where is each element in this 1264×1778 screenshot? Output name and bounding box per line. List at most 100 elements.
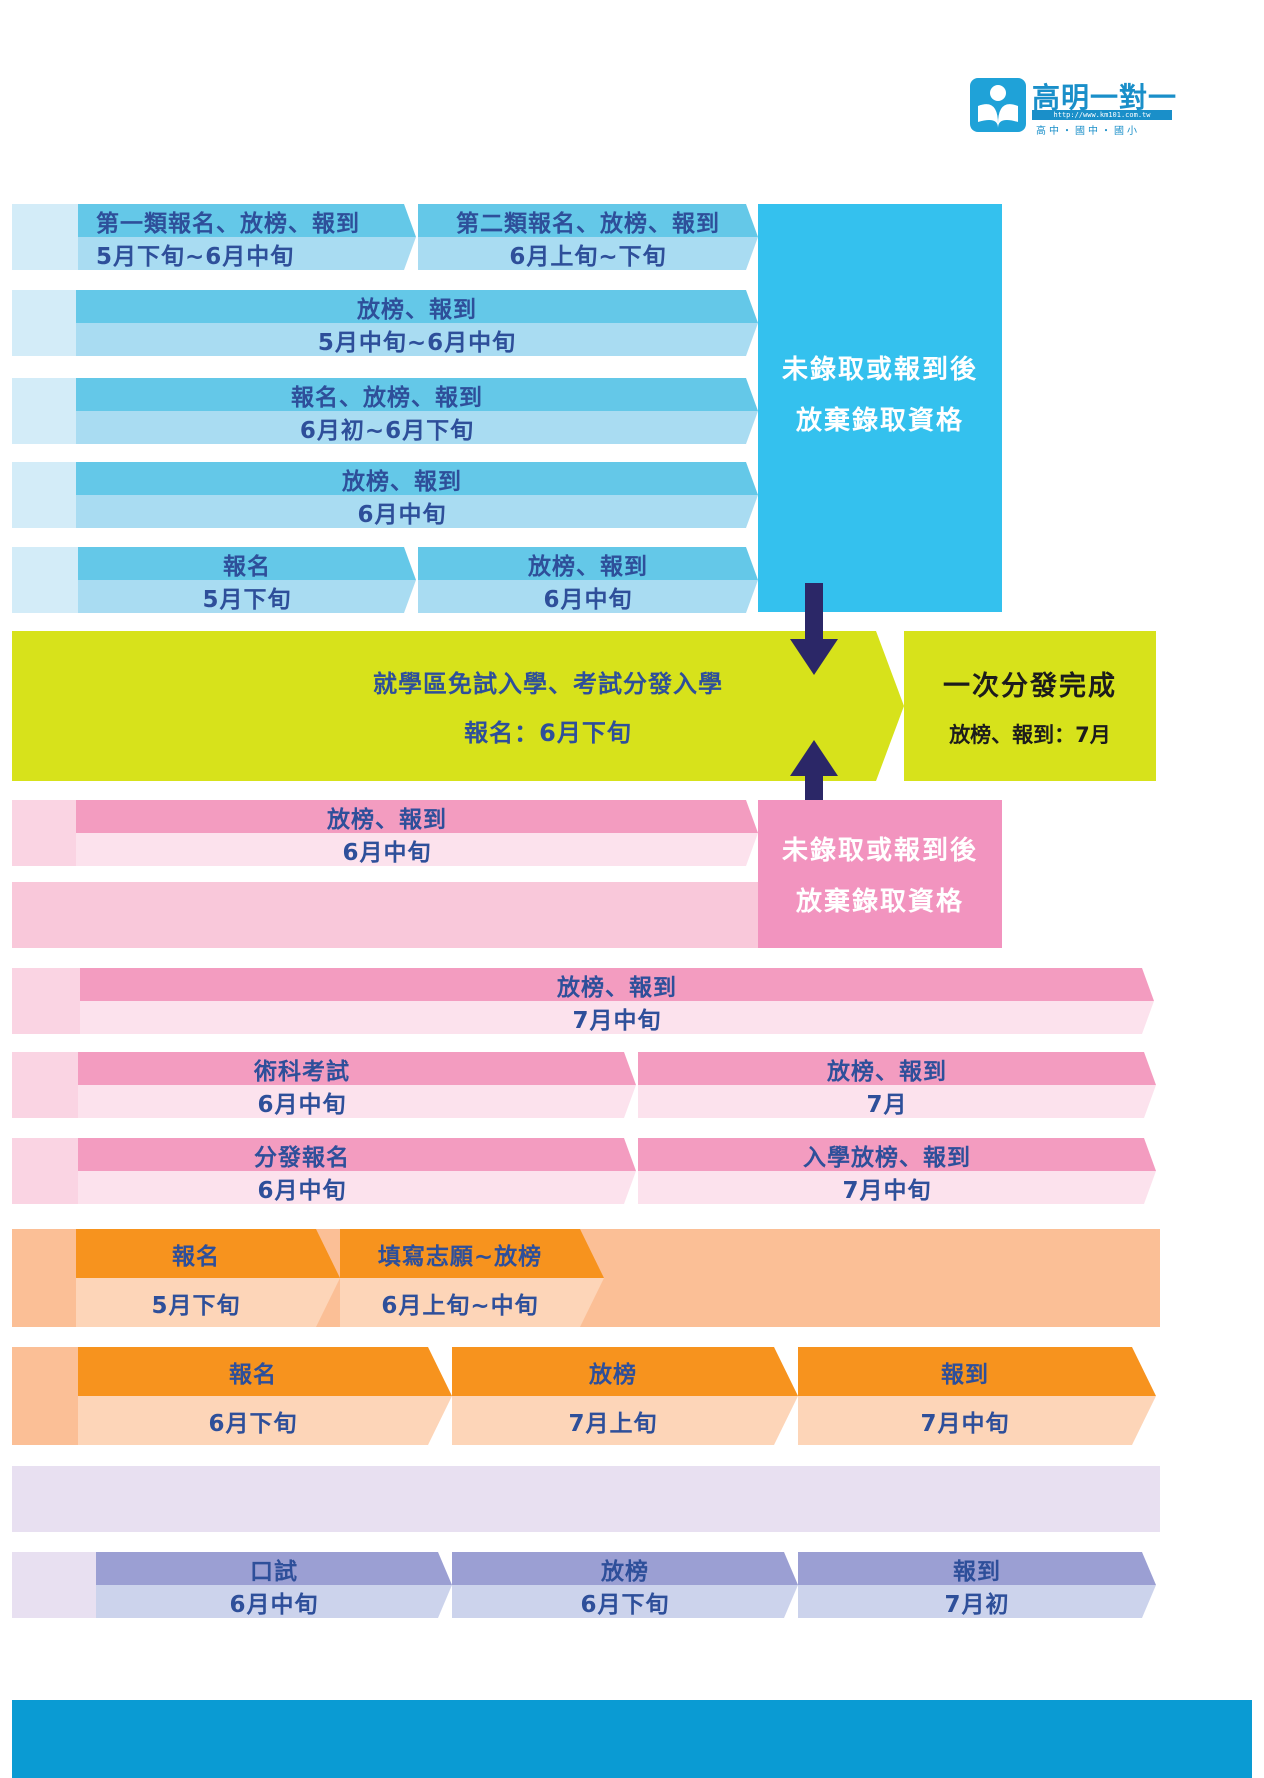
blue-row2-bottom: 5月中旬~6月中旬 — [76, 323, 758, 356]
pink-row4-b-title: 放榜、報到 — [827, 1058, 947, 1085]
pink-row3-bottom: 7月中旬 — [80, 1001, 1154, 1034]
blue-row1-a-date: 5月下旬~6月中旬 — [96, 243, 295, 270]
blue-row4-title: 放榜、報到 — [342, 468, 462, 495]
orange-row1-b-title: 填寫志願~放榜 — [377, 1243, 543, 1270]
orange-row2-b-bottom: 7月上旬 — [452, 1396, 798, 1445]
purple-row-stub — [12, 1552, 96, 1618]
blue-row3-top: 報名、放榜、報到 — [76, 378, 758, 411]
orange-row1-b-bottom: 6月上旬~中旬 — [340, 1278, 604, 1327]
blue-fallback-box: 未錄取或報到後 放棄錄取資格 — [758, 204, 1002, 612]
pink-row4-b-top: 放榜、報到 — [638, 1052, 1156, 1085]
reading-person-logo-icon — [970, 78, 1026, 132]
green-result-box: 一次分發完成 放榜、報到：7月 — [904, 631, 1156, 781]
green-main-arrow: 就學區免試入學、考試分發入學 報名：6月下旬 — [12, 631, 904, 781]
pink-row1-bottom: 6月中旬 — [76, 833, 758, 866]
pink-fallback-box: 未錄取或報到後 放棄錄取資格 — [758, 800, 1002, 948]
blue-row5-b-date: 6月中旬 — [543, 586, 633, 613]
orange-row1-a-top: 報名 — [76, 1229, 340, 1278]
orange-row1-b-date: 6月上旬~中旬 — [381, 1292, 539, 1319]
orange-row1-a-title: 報名 — [172, 1243, 220, 1270]
pink-row4-a-title: 術科考試 — [254, 1058, 350, 1085]
arrow-down-icon — [790, 583, 838, 675]
blue-row4-date: 6月中旬 — [357, 501, 447, 528]
pink-row-stub — [12, 1138, 78, 1204]
pink-row5-a-bottom: 6月中旬 — [78, 1171, 636, 1204]
logo-subtitle: 高中・國中・國小 — [1036, 126, 1140, 137]
pink-row3-date: 7月中旬 — [572, 1007, 662, 1034]
orange-row2-c-bottom: 7月中旬 — [798, 1396, 1156, 1445]
blue-row-stub — [12, 204, 78, 270]
orange-row2-a-top: 報名 — [78, 1347, 452, 1396]
orange-row2-b-top: 放榜 — [452, 1347, 798, 1396]
orange-row2-b-date: 7月上旬 — [568, 1410, 658, 1437]
blue-row5-b-top: 放榜、報到 — [418, 547, 758, 580]
blue-row1-a-bottom: 5月下旬~6月中旬 — [78, 237, 416, 270]
orange-row2-c-title: 報到 — [941, 1361, 989, 1388]
green-result-date: 放榜、報到：7月 — [949, 722, 1111, 747]
purple-row2-a-title: 口試 — [250, 1558, 298, 1585]
orange-row1-a-bottom: 5月下旬 — [76, 1278, 340, 1327]
pink-row4-a-top: 術科考試 — [78, 1052, 636, 1085]
pink-row5-a-date: 6月中旬 — [257, 1177, 347, 1204]
purple-row2-a-date: 6月中旬 — [229, 1591, 319, 1618]
blue-row5-b-title: 放榜、報到 — [528, 553, 648, 580]
orange-row2-a-bottom: 6月下旬 — [78, 1396, 452, 1445]
purple-row2-a-top: 口試 — [96, 1552, 452, 1585]
blue-row-stub — [12, 290, 78, 356]
pink-row5-b-date: 7月中旬 — [842, 1177, 932, 1204]
pink-row4-b-date: 7月 — [866, 1091, 908, 1118]
orange-row1-b-top: 填寫志願~放榜 — [340, 1229, 604, 1278]
blue-row1-a-top: 第一類報名、放榜、報到 — [78, 204, 416, 237]
blue-row2-title: 放榜、報到 — [357, 296, 477, 323]
pink-row-stub — [12, 968, 80, 1034]
blue-row5-a-top: 報名 — [78, 547, 416, 580]
green-result-title: 一次分發完成 — [943, 670, 1117, 702]
blue-row5-a-title: 報名 — [223, 553, 271, 580]
pink-row5-a-title: 分發報名 — [254, 1144, 350, 1171]
blue-row3-bottom: 6月初~6月下旬 — [76, 411, 758, 444]
blue-row1-b-title: 第二類報名、放榜、報到 — [456, 210, 720, 237]
footer-bar — [12, 1700, 1252, 1778]
logo-title: 高明一對一 — [1032, 81, 1178, 114]
purple-row2-a-bottom: 6月中旬 — [96, 1585, 452, 1618]
orange-row2-a-date: 6月下旬 — [208, 1410, 298, 1437]
purple-row2-c-bottom: 7月初 — [798, 1585, 1156, 1618]
pink-row5-b-bottom: 7月中旬 — [638, 1171, 1156, 1204]
pink-empty-row — [12, 882, 758, 948]
logo-url: http://www.km101.com.tw — [1032, 110, 1172, 120]
blue-row1-b-date: 6月上旬~下旬 — [509, 243, 667, 270]
pink-row5-b-title: 入學放榜、報到 — [803, 1144, 971, 1171]
blue-row5-b-bottom: 6月中旬 — [418, 580, 758, 613]
pink-row4-b-bottom: 7月 — [638, 1085, 1156, 1118]
blue-fallback-line1: 未錄取或報到後 — [781, 355, 978, 385]
orange-row2-b-title: 放榜 — [589, 1361, 637, 1388]
blue-row1-b-top: 第二類報名、放榜、報到 — [418, 204, 758, 237]
pink-row3-top: 放榜、報到 — [80, 968, 1154, 1001]
pink-row-stub — [12, 1052, 78, 1118]
blue-row4-bottom: 6月中旬 — [76, 495, 758, 528]
blue-row1-b-bottom: 6月上旬~下旬 — [418, 237, 758, 270]
purple-empty-row — [12, 1466, 1160, 1532]
green-main-date: 報名：6月下旬 — [464, 719, 632, 747]
blue-row1-a-title: 第一類報名、放榜、報到 — [96, 210, 360, 237]
blue-row5-a-bottom: 5月下旬 — [78, 580, 416, 613]
pink-row4-a-bottom: 6月中旬 — [78, 1085, 636, 1118]
blue-fallback-line2: 放棄錄取資格 — [795, 406, 964, 436]
green-main-title: 就學區免試入學、考試分發入學 — [373, 670, 723, 698]
orange-row2-c-date: 7月中旬 — [920, 1410, 1010, 1437]
pink-row4-a-date: 6月中旬 — [257, 1091, 347, 1118]
orange-row2-a-title: 報名 — [229, 1361, 277, 1388]
blue-row-stub — [12, 462, 78, 528]
blue-row-stub — [12, 378, 78, 444]
orange-row2-c-top: 報到 — [798, 1347, 1156, 1396]
pink-row3-title: 放榜、報到 — [557, 974, 677, 1001]
pink-row1-top: 放榜、報到 — [76, 800, 758, 833]
pink-row1-date: 6月中旬 — [342, 839, 432, 866]
pink-row5-b-top: 入學放榜、報到 — [638, 1138, 1156, 1171]
blue-row-stub — [12, 547, 78, 613]
orange-row-stub — [12, 1347, 78, 1445]
pink-fallback-line2: 放棄錄取資格 — [795, 887, 964, 917]
orange-row1-a-date: 5月下旬 — [151, 1292, 241, 1319]
purple-row2-c-title: 報到 — [953, 1558, 1001, 1585]
logo: 高明一對一 http://www.km101.com.tw 高中・國中・國小 — [970, 76, 1180, 137]
